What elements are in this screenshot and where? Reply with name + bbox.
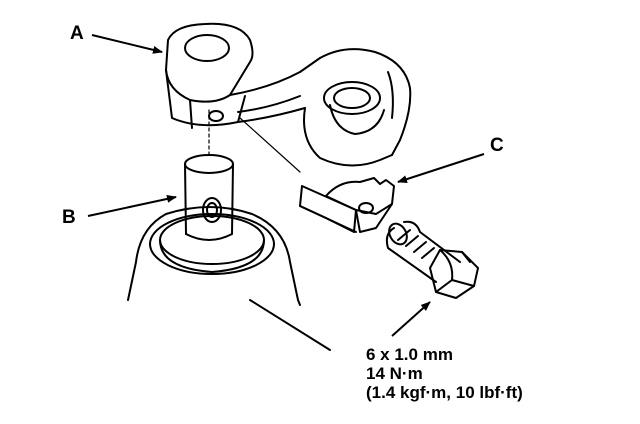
leader-arrow-b (87, 194, 177, 217)
shift-shaft (184, 109, 234, 241)
bolt-torque-spec: 6 x 1.0 mm 14 N·m (1.4 kgf·m, 10 lbf·ft) (366, 345, 523, 402)
label-c: C (490, 135, 504, 156)
bolt-size-text: 6 x 1.0 mm (366, 345, 453, 364)
shift-lever (165, 22, 412, 173)
transmission-housing (127, 206, 331, 351)
label-b: B (62, 207, 76, 228)
leader-arrow-a (91, 34, 163, 54)
bolt-torque-nm-text: 14 N·m (366, 364, 423, 383)
label-a: A (70, 23, 84, 44)
leader-arrow-bolt (391, 301, 431, 337)
leader-arrow-c (397, 153, 485, 184)
bolt (385, 220, 479, 299)
bolt-torque-alt-text: (1.4 kgf·m, 10 lbf·ft) (366, 383, 523, 402)
lock-plate (299, 177, 395, 233)
